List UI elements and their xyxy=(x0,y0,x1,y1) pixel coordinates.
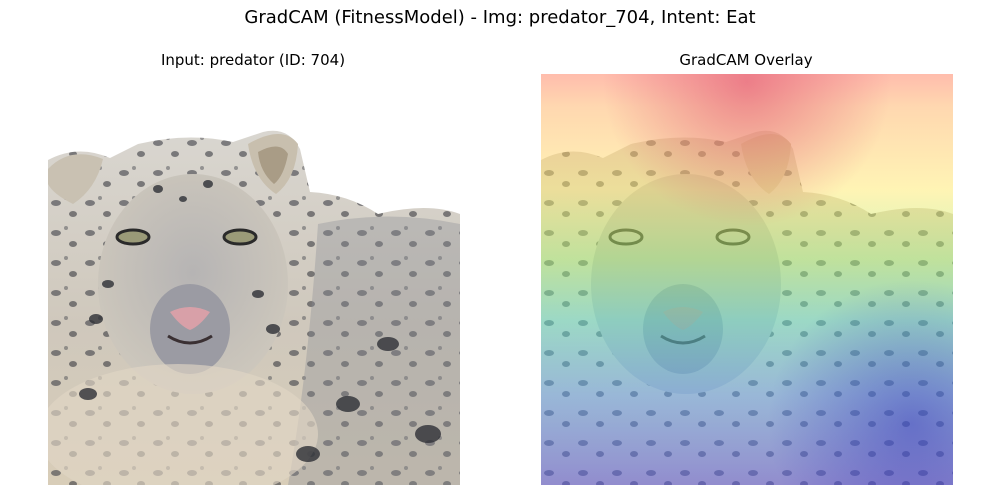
input-image xyxy=(48,74,460,485)
figure-title: GradCAM (FitnessModel) - Img: predator_7… xyxy=(244,7,756,28)
overlay-panel-title: GradCAM Overlay xyxy=(679,51,813,69)
snow-leopard-gradcam-heatmap xyxy=(541,74,953,485)
snow-leopard-photo xyxy=(48,74,460,485)
input-panel-title: Input: predator (ID: 704) xyxy=(160,51,346,69)
gradcam-overlay-image xyxy=(541,74,953,485)
